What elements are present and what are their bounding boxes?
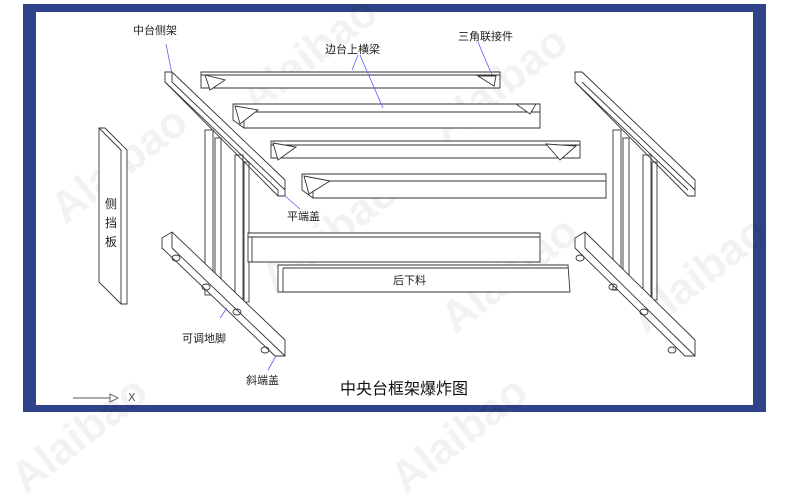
label-slanted-end-cap: 斜端盖 xyxy=(246,374,279,387)
label-side-panel: 侧 挡 板 xyxy=(104,197,117,249)
label-rear-lower-rail: 后下料 xyxy=(393,274,426,287)
label-middle-side-frame: 中台侧架 xyxy=(133,24,177,37)
side-panel xyxy=(98,127,128,305)
axis-x-label: X xyxy=(128,391,136,404)
lower-rail-2 xyxy=(277,264,571,293)
left-side-frame xyxy=(161,71,286,357)
leader-lines xyxy=(165,41,493,371)
diagram-title: 中央台框架爆炸图 xyxy=(340,379,469,398)
label-flat-end-cap: 平端盖 xyxy=(287,210,320,223)
ucs-axis-icon xyxy=(73,393,120,403)
label-side-top-beam: 边台上横梁 xyxy=(325,43,380,56)
label-triangle-connector: 三角联接件 xyxy=(458,30,513,43)
label-adjustable-foot: 可调地脚 xyxy=(182,332,226,345)
exploded-drawing xyxy=(73,41,696,403)
top-beams xyxy=(200,71,607,199)
right-side-frame xyxy=(574,71,696,357)
lower-rail-1 xyxy=(247,232,541,263)
